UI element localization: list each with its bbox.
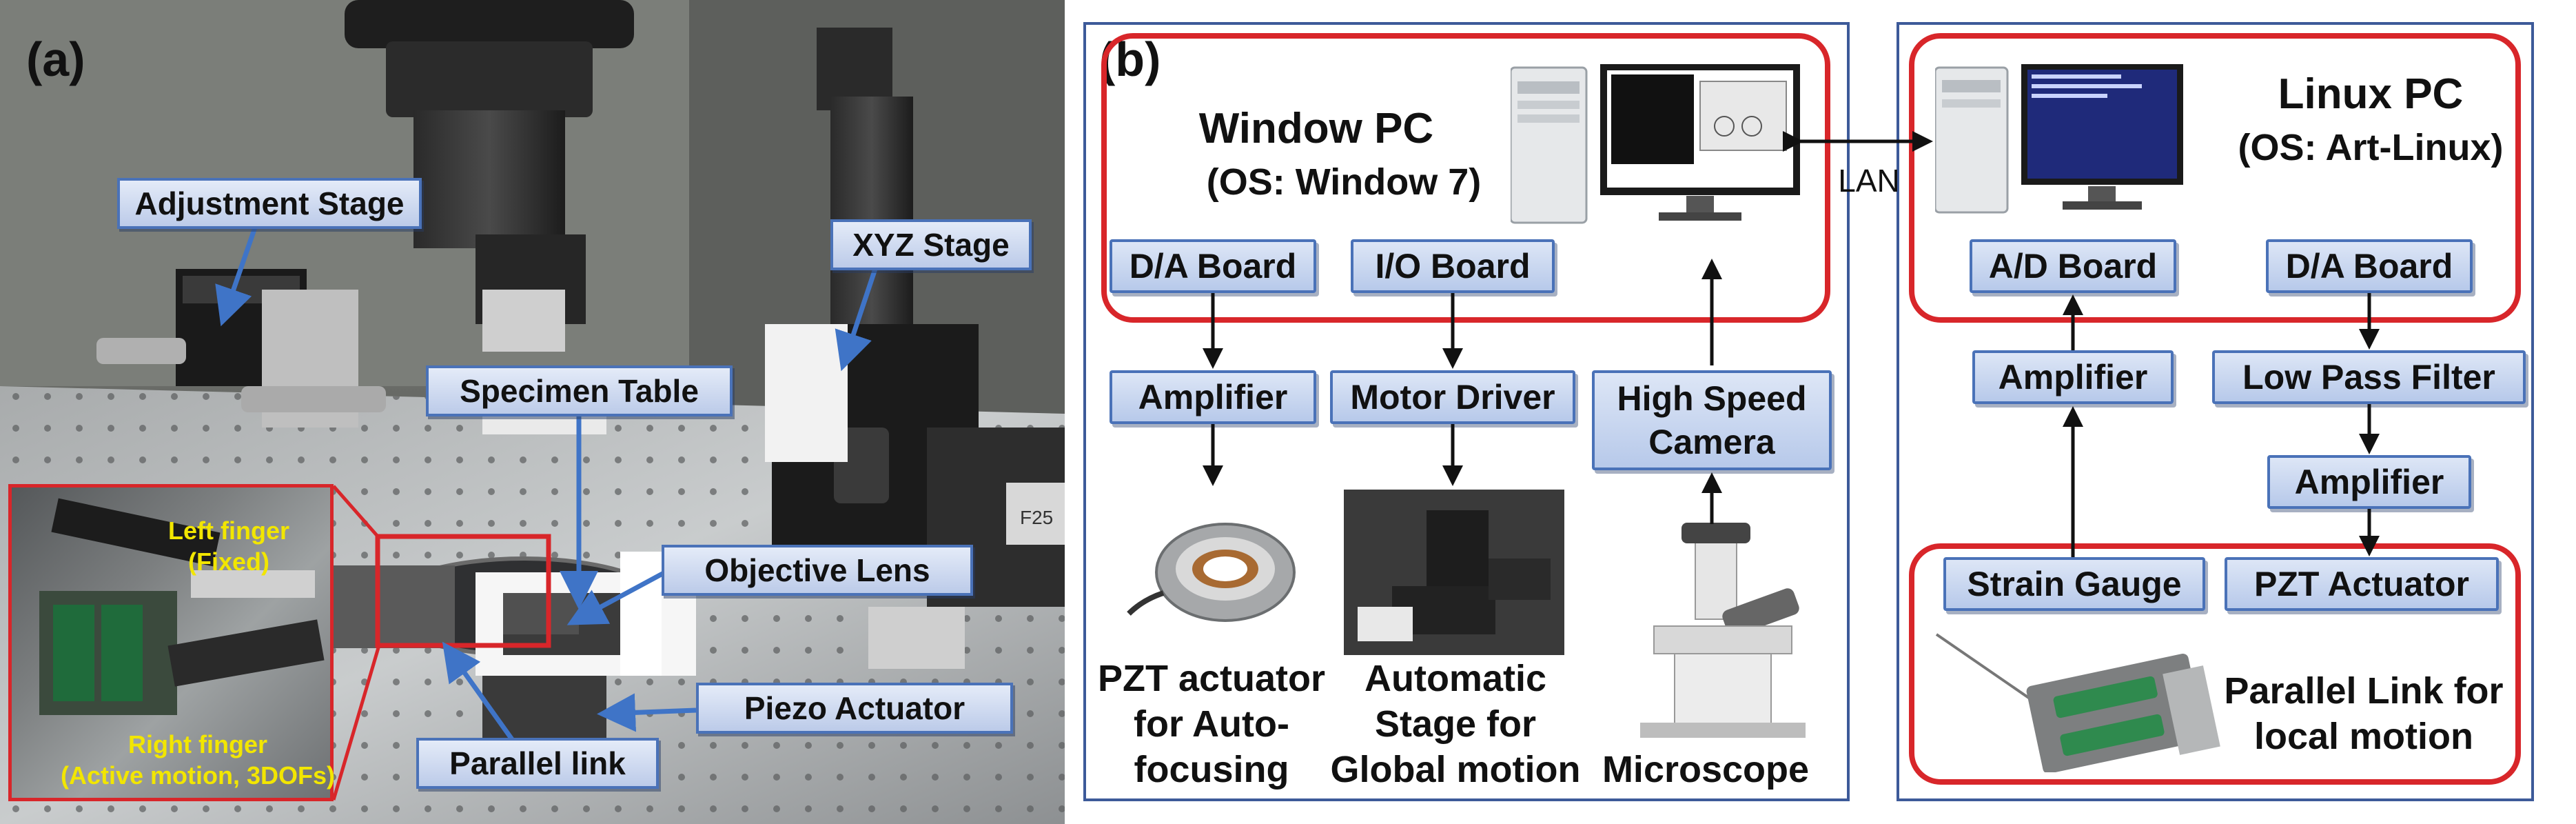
piezo-actuator-label: Piezo Actuator xyxy=(696,683,1013,734)
linux-da-board: D/A Board xyxy=(2266,239,2473,293)
adjustment-stage-label: Adjustment Stage xyxy=(117,178,422,229)
pzt-actuator-photo xyxy=(1127,523,1296,622)
window-pc-os: (OS: Window 7) xyxy=(1206,161,1482,203)
inset-photo: Left finger (Fixed) Right finger (Active… xyxy=(8,484,335,801)
parallel-link-label: Parallel link xyxy=(416,738,659,789)
panel-b-right-frame xyxy=(1897,22,2534,801)
panel-a: F25 xyxy=(0,0,1065,824)
linux-amplifier-left: Amplifier xyxy=(1972,350,2174,404)
strain-gauge: Strain Gauge xyxy=(1943,557,2205,611)
linux-amplifier-right: Amplifier xyxy=(2267,455,2471,509)
parallel-link-group xyxy=(1909,543,2521,785)
panel-a-letter: (a) xyxy=(26,32,85,86)
objective-lens-label: Objective Lens xyxy=(662,545,973,596)
window-pc-title: Window PC xyxy=(1198,105,1434,152)
left-finger-label: Left finger (Fixed) xyxy=(168,516,289,576)
pzt-actuator: PZT Actuator xyxy=(2225,557,2499,611)
window-pc-icon xyxy=(1511,64,1800,224)
automatic-stage-photo xyxy=(1344,490,1564,655)
window-da-board: D/A Board xyxy=(1110,239,1316,293)
motor-driver: Motor Driver xyxy=(1330,370,1575,424)
specimen-table-label: Specimen Table xyxy=(426,365,733,416)
stage-marking: F25 xyxy=(1020,507,1053,528)
high-speed-camera-line2: Camera xyxy=(1648,422,1775,461)
xyz-stage-label: XYZ Stage xyxy=(830,219,1032,270)
high-speed-camera-line1: High Speed xyxy=(1617,379,1807,418)
linux-ad-board: A/D Board xyxy=(1970,239,2176,293)
parallel-link-photo xyxy=(1935,633,2220,772)
linux-pc-title: Linux PC xyxy=(2278,70,2464,118)
window-pc-group xyxy=(1101,33,1830,323)
window-amplifier: Amplifier xyxy=(1110,370,1316,424)
high-speed-camera: High Speed Camera xyxy=(1592,370,1832,470)
linux-pc-group xyxy=(1909,33,2521,323)
linux-pc-os: (OS: Art-Linux) xyxy=(2238,127,2504,168)
linux-pc-icon xyxy=(1935,64,2183,214)
panel-b-left-frame xyxy=(1083,22,1850,801)
window-io-board: I/O Board xyxy=(1351,239,1555,293)
microscope-caption: Microscope xyxy=(1602,749,1810,790)
right-finger-label: Right finger (Active motion, 3DOFs) xyxy=(60,730,336,790)
microscope-photo xyxy=(1640,523,1806,738)
automatic-stage-caption: Automatic Stage for Global motion xyxy=(1330,658,1581,790)
low-pass-filter: Low Pass Filter xyxy=(2212,350,2526,404)
pzt-focus-caption: PZT actuator for Auto- focusing xyxy=(1097,658,1326,790)
parallel-link-caption: Parallel Link for local motion xyxy=(2224,670,2504,757)
lan-label: LAN xyxy=(1838,163,1900,199)
